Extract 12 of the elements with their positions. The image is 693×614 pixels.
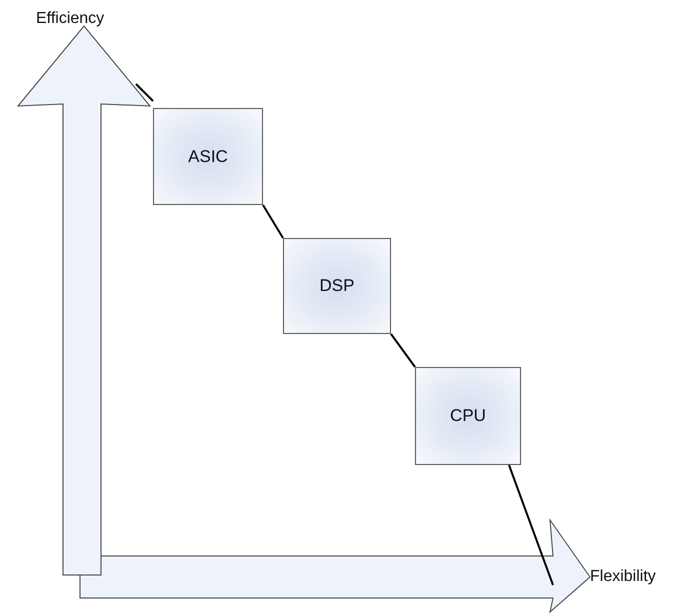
connector-line bbox=[508, 464, 554, 586]
connector-line bbox=[262, 204, 284, 239]
connector-line bbox=[135, 83, 154, 102]
box-label: ASIC bbox=[188, 146, 228, 166]
process-box bbox=[415, 367, 521, 465]
axis-label: Efficiency bbox=[36, 10, 104, 28]
process-box bbox=[283, 238, 391, 334]
box-label: CPU bbox=[450, 406, 486, 426]
process-box bbox=[153, 108, 263, 205]
connector-line bbox=[390, 333, 416, 368]
box-label: DSP bbox=[320, 276, 354, 296]
axis-label: Flexibility bbox=[590, 568, 656, 586]
